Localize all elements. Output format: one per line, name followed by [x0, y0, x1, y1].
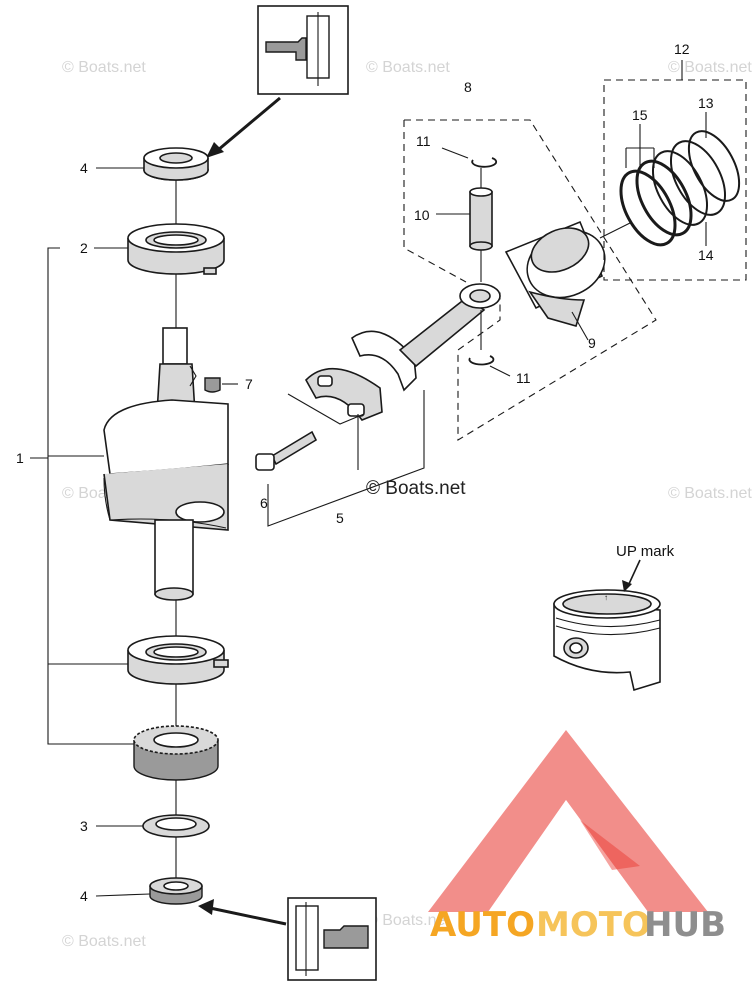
callout-11-top: 11	[416, 133, 431, 149]
watermark: © Boats.net	[366, 912, 450, 929]
callout-15: 15	[632, 107, 648, 123]
watermark: © Boats.net	[62, 59, 146, 76]
copyright-text: © Boats.net	[366, 478, 466, 499]
callout-9: 9	[588, 335, 596, 351]
callout-2: 2	[80, 240, 88, 256]
automotohub-logo: AUTO MOTO HUB	[428, 730, 726, 945]
connecting-rod	[305, 283, 501, 421]
bearing-upper	[127, 223, 225, 275]
watermark: © Boats.net	[668, 59, 752, 76]
circlip-top	[471, 157, 498, 168]
woodruff-key	[204, 377, 221, 393]
piston-ring-set	[619, 130, 741, 247]
oil-seal-bottom	[149, 877, 203, 905]
callout-1: 1	[16, 450, 24, 466]
callout-6: 6	[260, 495, 268, 511]
rod-bolt	[255, 430, 318, 471]
logo-text-moto: MOTO	[536, 905, 651, 945]
piston-pin	[469, 187, 493, 251]
callout-8: 8	[464, 79, 472, 95]
callout-10: 10	[414, 207, 430, 223]
callout-4-bottom: 4	[80, 888, 88, 904]
oil-seal-top	[143, 147, 209, 181]
inset-detail-top	[257, 5, 349, 95]
callout-5: 5	[336, 510, 344, 526]
circlip-bottom	[468, 355, 495, 366]
thrust-washer	[142, 814, 210, 838]
callout-11-bottom: 11	[516, 370, 531, 386]
up-mark-label: UP mark	[616, 543, 675, 560]
callout-12: 12	[674, 41, 690, 57]
callout-13: 13	[698, 95, 714, 111]
piston-up-mark: ↑	[553, 589, 661, 692]
callout-3: 3	[80, 818, 88, 834]
crank-gear	[133, 725, 219, 781]
up-mark-arrow-glyph: ↑	[604, 593, 608, 602]
inset-detail-bottom	[287, 897, 377, 981]
crankshaft	[103, 327, 229, 601]
bearing-lower	[127, 635, 229, 685]
callout-14: 14	[698, 247, 714, 263]
logo-text-hub: HUB	[644, 905, 726, 945]
callout-7: 7	[245, 376, 253, 392]
watermark: © Boats.net	[62, 933, 146, 950]
watermark: © Boats.net	[668, 485, 752, 502]
watermark: © Boats.net	[366, 59, 450, 76]
piston	[504, 220, 606, 327]
logo-text-auto: AUTO	[430, 905, 535, 945]
callout-4-top: 4	[80, 160, 88, 176]
